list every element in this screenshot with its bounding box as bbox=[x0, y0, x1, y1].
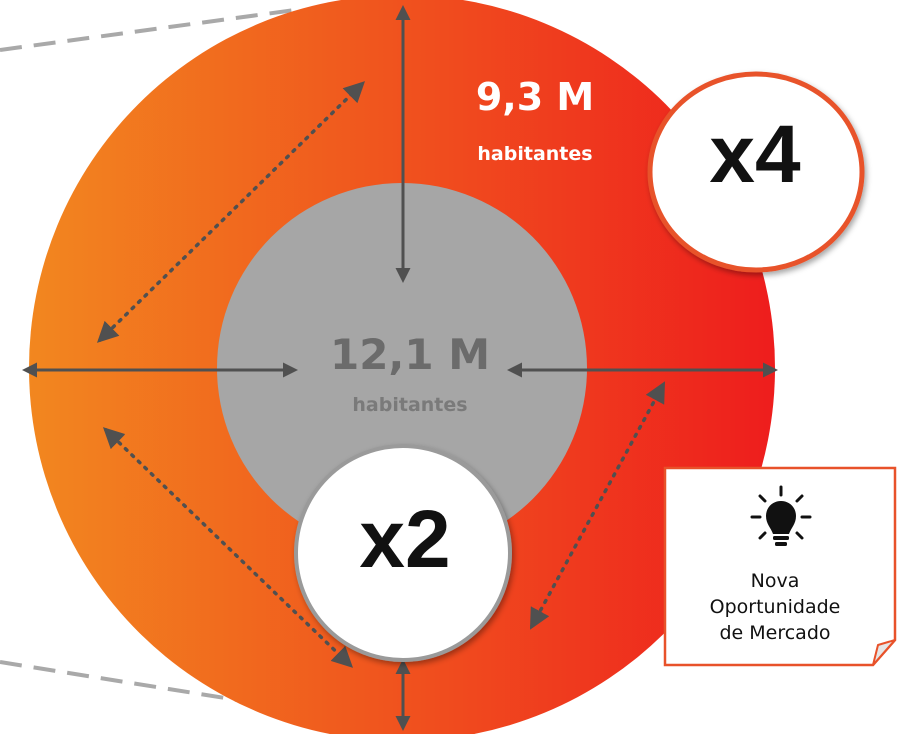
multiplier-bottom-label: x2 bbox=[359, 494, 451, 585]
dotted-arrow-upper-left bbox=[96, 81, 366, 343]
inner-population-unit: habitantes bbox=[352, 394, 468, 416]
multiplier-top-label: x4 bbox=[709, 109, 801, 200]
multiplier-bubble-top bbox=[647, 71, 865, 273]
inner-population-value: 12,1 M bbox=[329, 330, 491, 379]
lightbulb-icon bbox=[750, 485, 812, 546]
outer-population-value: 9,3 M bbox=[475, 75, 595, 119]
dotted-arrow-lower-right bbox=[529, 381, 666, 630]
guide-line-top bbox=[0, 8, 296, 52]
outer-population-unit: habitantes bbox=[477, 143, 593, 165]
callout-line-1: Nova bbox=[750, 570, 800, 592]
callout-line-3: de Mercado bbox=[719, 622, 831, 644]
multiplier-bubble-bottom bbox=[294, 444, 512, 662]
callout-line-2: Oportunidade bbox=[709, 596, 841, 618]
callout-note bbox=[663, 466, 897, 667]
dotted-arrow-lower-left bbox=[102, 427, 354, 668]
